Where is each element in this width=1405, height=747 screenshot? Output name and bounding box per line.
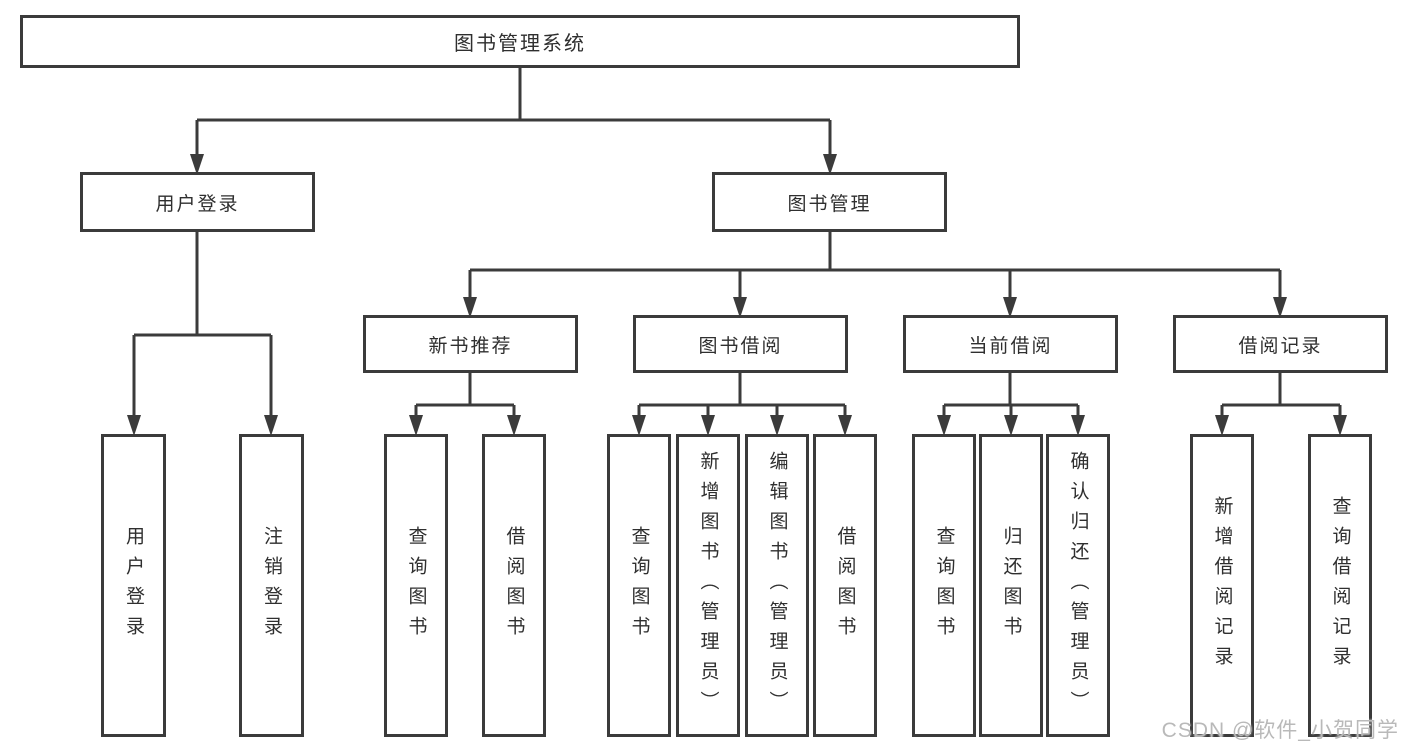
node-query-borrow-record: 查询借阅记录 [1308,434,1372,737]
node-logout-leaf: 注销登录 [239,434,304,737]
node-query-books-borrowing: 查询图书 [607,434,671,737]
node-current-borrowing: 当前借阅 [903,315,1118,373]
node-library-system: 图书管理系统 [20,15,1020,68]
csdn-watermark: CSDN @软件_小贺同学 [1161,719,1399,742]
node-borrowing-records: 借阅记录 [1173,315,1388,373]
node-borrow-books-recommend: 借阅图书 [482,434,546,737]
node-add-books-admin: 新增图书（管理员） [676,434,740,737]
node-confirm-return-admin: 确认归还（管理员） [1046,434,1110,737]
node-book-borrowing: 图书借阅 [633,315,848,373]
node-edit-books-admin: 编辑图书（管理员） [745,434,809,737]
node-return-books: 归还图书 [979,434,1043,737]
node-add-borrow-record: 新增借阅记录 [1190,434,1254,737]
node-query-books-current: 查询图书 [912,434,976,737]
node-user-login-leaf: 用户登录 [101,434,166,737]
node-book-management: 图书管理 [712,172,947,232]
node-new-book-recommendation: 新书推荐 [363,315,578,373]
node-user-login: 用户登录 [80,172,315,232]
node-query-books-recommend: 查询图书 [384,434,448,737]
node-borrow-books-borrowing: 借阅图书 [813,434,877,737]
